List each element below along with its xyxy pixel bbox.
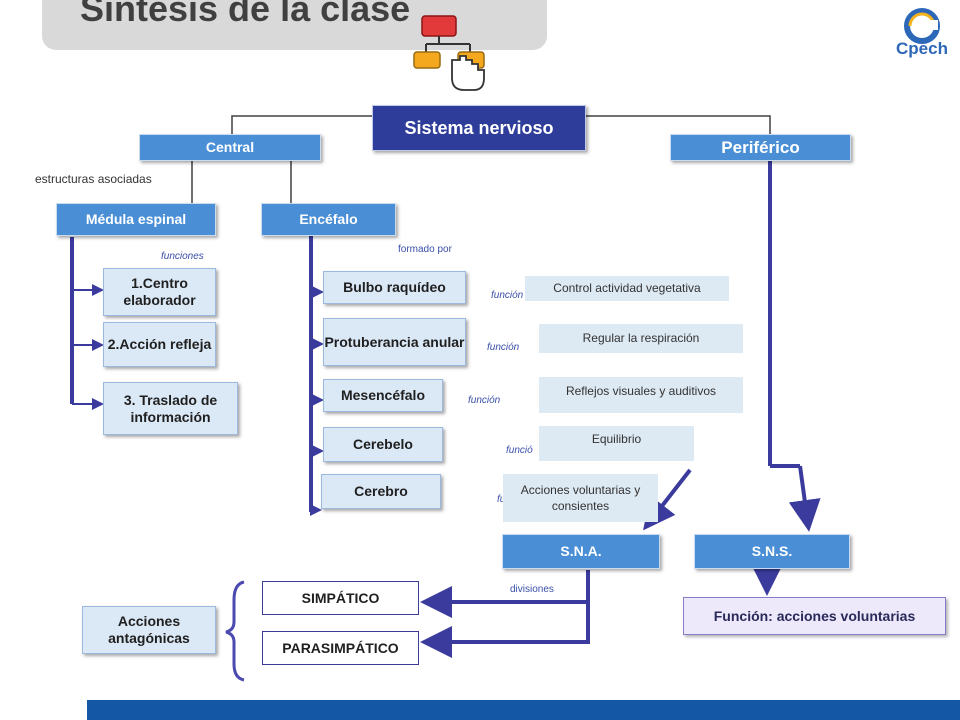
simpatico-node[interactable]: SIMPÁTICO [262, 581, 419, 615]
sns-node[interactable]: S.N.S. [694, 534, 850, 569]
sna-node[interactable]: S.N.A. [502, 534, 660, 569]
flowchart-hand-icon [413, 15, 485, 91]
funcion-label-3: función [468, 395, 501, 406]
encefalo-parte-bulbo[interactable]: Bulbo raquídeo [323, 271, 466, 304]
medula-espinal-node[interactable]: Médula espinal [56, 203, 216, 236]
central-node[interactable]: Central [139, 134, 321, 161]
medula-funcion-3[interactable]: 3. Traslado de información [103, 382, 238, 435]
medula-funcion-1[interactable]: 1.Centro elaborador [103, 268, 216, 316]
funcion-label-2: función [487, 342, 520, 353]
title-bar [42, 0, 547, 50]
encefalo-parte-mesencefalo[interactable]: Mesencéfalo [323, 379, 443, 412]
parasimpatico-node[interactable]: PARASIMPÁTICO [262, 631, 419, 665]
cpech-logo: Cpech [896, 6, 956, 64]
funcion-desc-cerebro: Acciones voluntarias y consientes [503, 474, 658, 522]
funcion-label-4: funció [506, 445, 533, 456]
funciones-label: funciones [161, 251, 204, 262]
periferico-node[interactable]: Periférico [670, 134, 851, 161]
funcion-desc-protuberancia: Regular la respiración [539, 324, 743, 353]
page-title: Síntesis de la clase [80, 0, 411, 29]
encefalo-parte-cerebro[interactable]: Cerebro [321, 474, 441, 509]
medula-funcion-2[interactable]: 2.Acción refleja [103, 322, 216, 367]
footer-bar [87, 700, 960, 720]
funcion-desc-bulbo: Control actividad vegetativa [525, 276, 729, 301]
encefalo-parte-protuberancia[interactable]: Protuberancia anular [323, 318, 466, 366]
divisiones-label: divisiones [510, 584, 554, 595]
encefalo-node[interactable]: Encéfalo [261, 203, 396, 236]
funcion-desc-cerebelo: Equilibrio [539, 426, 694, 461]
acciones-antagonicas-node[interactable]: Acciones antagónicas [82, 606, 216, 654]
sns-funcion-node[interactable]: Función: acciones voluntarias [683, 597, 946, 635]
cpech-logo-mark [904, 8, 940, 44]
funcion-label-1: función [491, 290, 524, 301]
formado-por-label: formado por [398, 244, 452, 255]
encefalo-parte-cerebelo[interactable]: Cerebelo [323, 427, 443, 462]
sistema-nervioso-node[interactable]: Sistema nervioso [372, 105, 586, 151]
cpech-logo-text: Cpech [896, 39, 948, 58]
funcion-label-5: fu [497, 494, 506, 505]
funcion-desc-mesencefalo: Reflejos visuales y auditivos [539, 377, 743, 413]
estructuras-asociadas-label: estructuras asociadas [35, 172, 152, 186]
